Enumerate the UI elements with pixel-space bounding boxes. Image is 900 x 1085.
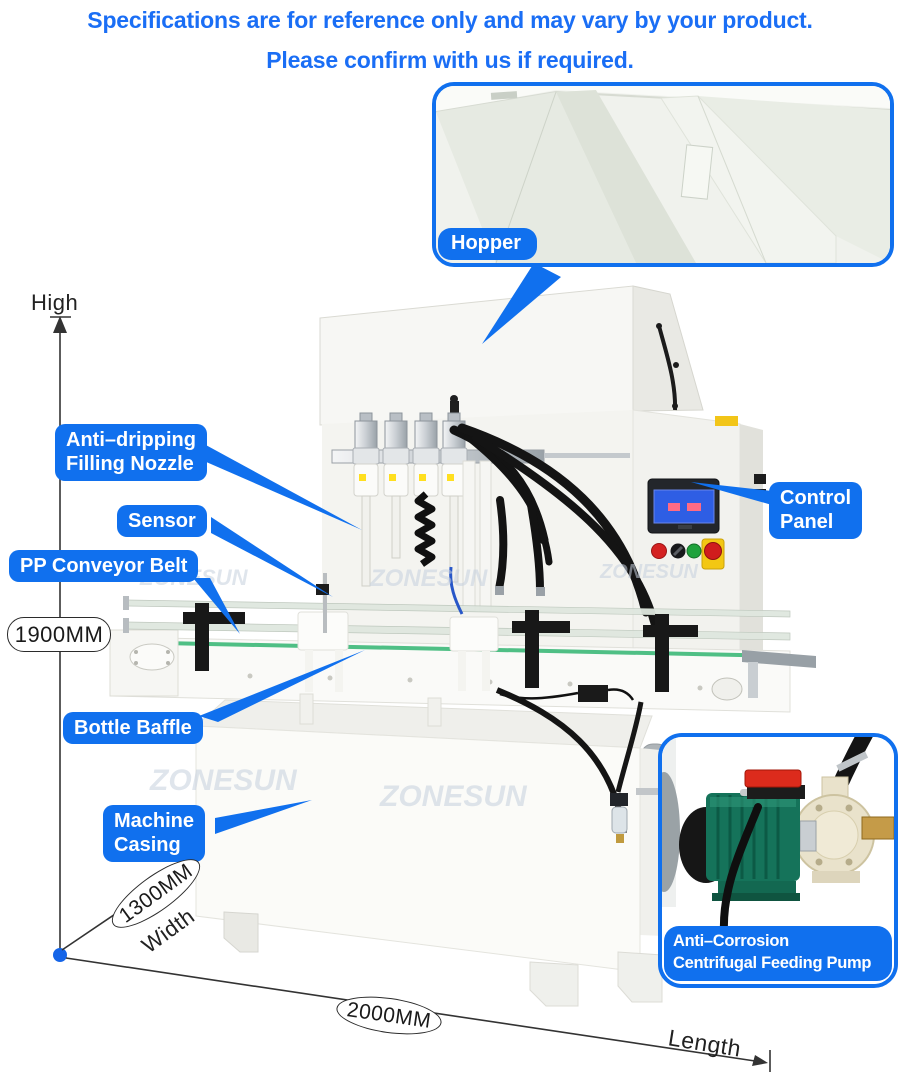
sensor-rod (323, 573, 327, 633)
feeding-pump-inset-photo: Anti–Corrosion Centrifugal Feeding Pump (658, 733, 898, 988)
feeding-pump-label-line-2: Centrifugal Feeding Pump (673, 953, 872, 972)
machine-casing-callout (215, 800, 312, 834)
red-button[interactable] (651, 543, 667, 559)
feeding-pump-label-line-1: Anti–Corrosion (673, 932, 789, 951)
machine-foot (223, 911, 259, 953)
control-panel-label-line-1: Control (780, 487, 852, 509)
bottle-clamp (512, 610, 570, 688)
header: Specifications are for reference only an… (0, 0, 900, 74)
air-regulator (610, 788, 658, 843)
filling-nozzle-assembly (331, 395, 659, 629)
bottle-baffle-callout (199, 650, 365, 722)
emergency-stop-button[interactable] (704, 542, 722, 560)
machine-top-box (319, 285, 704, 426)
control-panel-label-line-2: Panel (780, 511, 834, 534)
height-dimension-label: High (31, 290, 79, 315)
header-line-1: Specifications are for reference only an… (87, 7, 813, 33)
header-line-2: Please confirm with us if required. (266, 47, 634, 73)
zonesun-watermark: ZONESUN (379, 780, 528, 813)
hopper-callout (482, 263, 561, 344)
conveyor-belt-label: PP Conveyor Belt (9, 550, 199, 583)
bottle-sensor (316, 584, 329, 595)
nozzle (352, 412, 380, 587)
feeding-pump-label: Anti–Corrosion Centrifugal Feeding Pump (664, 926, 892, 981)
exit-plate (742, 650, 816, 668)
pump-power-cable (719, 803, 762, 937)
hopper-label: Hopper (438, 228, 537, 260)
machine-casing-label-line-2: Casing (114, 834, 181, 857)
conveyor-callout (193, 578, 240, 634)
zonesun-watermark: ZONESUN (149, 764, 298, 797)
bottle-guide-block (449, 616, 499, 652)
filling-nozzle-callout (204, 444, 362, 530)
machine-casing-label: Machine Casing (103, 805, 206, 862)
filling-nozzle-label-line-2: Filling Nozzle (66, 453, 194, 476)
warning-sticker (715, 416, 738, 426)
spiral-hose (414, 491, 436, 567)
end-knob (711, 677, 743, 701)
touchscreen[interactable] (653, 489, 715, 524)
junction-box (578, 685, 608, 702)
filling-nozzle-label: Anti–dripping Filling Nozzle (55, 424, 207, 481)
blue-cable (449, 566, 464, 615)
nozzle (412, 412, 440, 567)
feed-hose (472, 434, 659, 629)
hopper-inset-photo: Hopper (432, 82, 894, 267)
callout-pointers (193, 263, 772, 834)
nozzle (382, 412, 410, 559)
sensor-callout (211, 517, 333, 597)
air-tube (615, 701, 644, 793)
sensor-label: Sensor (117, 505, 207, 538)
height-dimension-value: 1900MM (7, 617, 111, 652)
zonesun-watermark: ZONESUN (599, 561, 698, 583)
conveyor (109, 566, 816, 713)
origin-dot (53, 948, 67, 962)
filling-nozzle-label-line-1: Anti–dripping (66, 429, 196, 451)
bottle-clamp (643, 614, 698, 692)
control-panel-callout (691, 482, 772, 505)
machine-casing-label-line-1: Machine (114, 810, 195, 832)
control-panel (647, 478, 725, 570)
zonesun-watermark: ZONESUN (369, 565, 488, 592)
green-button[interactable] (686, 543, 702, 559)
pump-switch[interactable] (744, 769, 802, 788)
pump-fitting (861, 816, 894, 840)
side-cable (657, 325, 678, 411)
bottle-baffle-label: Bottle Baffle (63, 712, 203, 745)
control-panel-label: Control Panel (769, 482, 863, 539)
machine-foot (529, 961, 579, 1007)
machine-foot (617, 951, 663, 1003)
